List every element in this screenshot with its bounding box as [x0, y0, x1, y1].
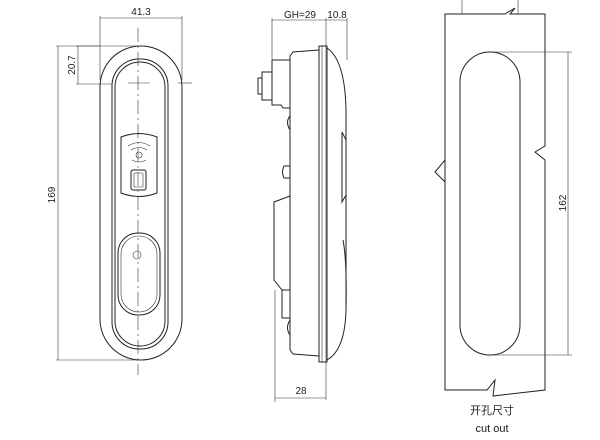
depth-dimension: 28 [295, 386, 307, 397]
cutout-view: 162 开孔尺寸 cut out [434, 0, 572, 435]
width-dimension: 41.3 [131, 7, 151, 18]
key-cylinder-recess [117, 232, 161, 316]
stud-bolt [261, 71, 273, 101]
front-view: 41.3 20.7 169 [47, 7, 192, 375]
outer-plate [99, 45, 183, 361]
inner-handle [111, 58, 169, 350]
cutout-label-en: cut out [475, 423, 508, 435]
card-reader-icon [120, 133, 158, 197]
cutout-label-cn: 开孔尺寸 [470, 403, 514, 417]
cutout-height-dimension: 162 [558, 194, 569, 211]
flange-dimension: 10.8 [327, 10, 347, 21]
flange [318, 45, 328, 363]
side-view: GH=29 10.8 28 [257, 10, 348, 402]
radius-dimension: 20.7 [67, 55, 78, 75]
keyhole-icon [132, 250, 142, 260]
cutout-slot [459, 51, 521, 356]
gh-dimension: GH=29 [284, 10, 316, 21]
height-dimension: 169 [47, 186, 58, 203]
